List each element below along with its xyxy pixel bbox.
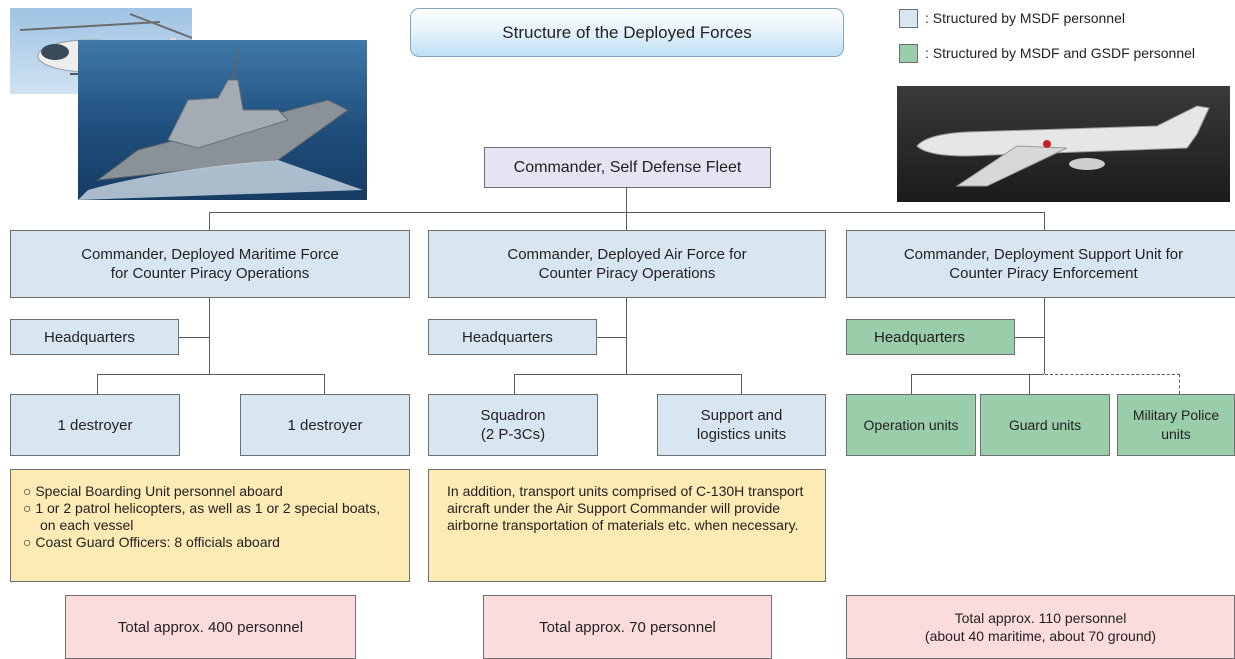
p3c-aircraft-photo <box>897 86 1230 202</box>
connector-line <box>514 374 515 394</box>
total-air: Total approx. 70 personnel <box>483 595 772 659</box>
connector-line <box>209 212 1045 213</box>
node-squadron: Squadron (2 P-3Cs) <box>428 394 598 456</box>
node-commander-support-unit: Commander, Deployment Support Unit for C… <box>846 230 1235 298</box>
connector-line <box>741 374 742 394</box>
note-item: ○ 1 or 2 patrol helicopters, as well as … <box>23 500 381 533</box>
note-item: ○ Coast Guard Officers: 8 officials aboa… <box>23 534 280 550</box>
legend-swatch-msdf-gsdf <box>899 44 918 63</box>
legend-label-msdf-gsdf: : Structured by MSDF and GSDF personnel <box>925 45 1195 61</box>
note-maritime: ○ Special Boarding Unit personnel aboard… <box>10 469 410 582</box>
diagram-title: Structure of the Deployed Forces <box>410 8 844 57</box>
total-maritime: Total approx. 400 personnel <box>65 595 356 659</box>
legend-label-msdf: : Structured by MSDF personnel <box>925 10 1125 26</box>
connector-line <box>1029 374 1030 394</box>
connector-line <box>209 212 210 230</box>
node-headquarters-maritime: Headquarters <box>10 319 179 355</box>
connector-line <box>209 298 210 374</box>
node-operation-units: Operation units <box>846 394 976 456</box>
connector-line <box>1015 337 1044 338</box>
connector-line <box>1044 212 1045 230</box>
connector-line <box>626 188 627 212</box>
connector-line <box>911 374 1044 375</box>
dotted-connector-line <box>1045 374 1180 375</box>
connector-line <box>179 337 209 338</box>
connector-line <box>626 298 627 374</box>
node-headquarters-support: Headquarters <box>846 319 1015 355</box>
connector-line <box>324 374 325 394</box>
connector-line <box>97 374 325 375</box>
connector-line <box>911 374 912 394</box>
node-commander-air-force: Commander, Deployed Air Force for Counte… <box>428 230 826 298</box>
connector-line <box>97 374 98 394</box>
node-headquarters-air: Headquarters <box>428 319 597 355</box>
note-air: In addition, transport units comprised o… <box>428 469 826 582</box>
node-military-police-units: Military Police units <box>1117 394 1235 456</box>
connector-line <box>514 374 742 375</box>
connector-line <box>1044 298 1045 374</box>
node-commander-self-defense-fleet: Commander, Self Defense Fleet <box>484 147 771 188</box>
node-guard-units: Guard units <box>980 394 1110 456</box>
connector-line <box>626 212 627 230</box>
node-support-logistics: Support and logistics units <box>657 394 826 456</box>
total-support: Total approx. 110 personnel (about 40 ma… <box>846 595 1235 659</box>
note-item: ○ Special Boarding Unit personnel aboard <box>23 483 283 499</box>
node-commander-maritime-force: Commander, Deployed Maritime Force for C… <box>10 230 410 298</box>
legend-swatch-msdf <box>899 9 918 28</box>
node-destroyer-1: 1 destroyer <box>10 394 180 456</box>
node-destroyer-2: 1 destroyer <box>240 394 410 456</box>
connector-line <box>597 337 626 338</box>
dotted-connector-line <box>1179 374 1180 394</box>
destroyer-photo <box>78 40 367 200</box>
